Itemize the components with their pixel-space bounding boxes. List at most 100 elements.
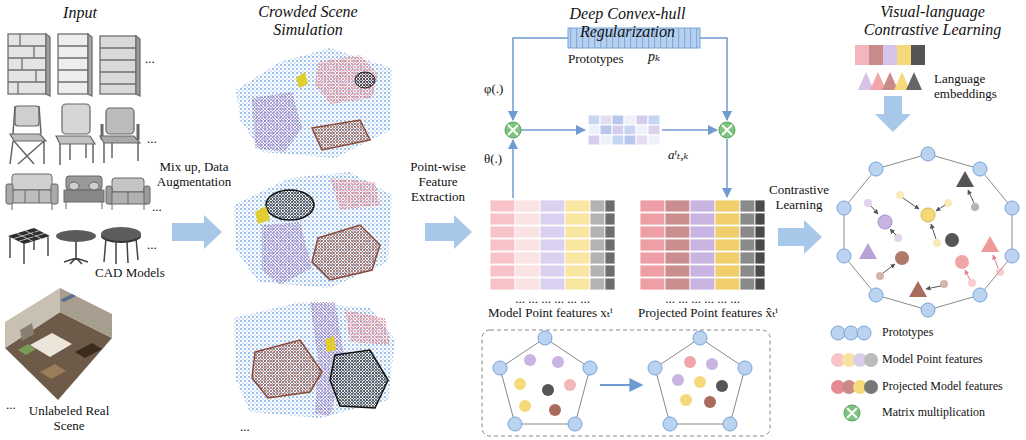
feature-matrix (640, 278, 765, 290)
affinity-matrix (636, 125, 648, 135)
embedding-space (837, 147, 1019, 317)
caption-text: CAD Models (95, 266, 185, 281)
legend-text: Model Point features (882, 353, 983, 367)
node-text: Projected Point features x̂ₜⁱ (638, 306, 778, 321)
chair-models (100, 136, 140, 143)
scene-point-cloud (234, 48, 395, 418)
embedding-space (871, 190, 998, 289)
embedding-space (973, 162, 987, 176)
hull-illustration (568, 417, 582, 431)
real-scene-scan (75, 343, 102, 358)
flow-line (662, 129, 717, 131)
function-label: φ(.) (484, 82, 512, 97)
feature-matrix (490, 200, 765, 290)
scene-point-cloud (252, 92, 302, 152)
real-scene-scan (5, 288, 112, 400)
affinity-matrix (612, 115, 624, 125)
legend-sample (831, 326, 871, 340)
real-scene-scan (60, 294, 76, 302)
scene-point-cloud (234, 172, 392, 288)
sofa-models (10, 190, 54, 203)
legend-sample (831, 326, 878, 421)
chair-models (10, 106, 44, 164)
caption-text: Language embeddings (934, 72, 1019, 102)
embedding-space (837, 249, 851, 263)
feature-matrix: Projected Point features x̂ₜⁱ (638, 198, 778, 321)
chair-models (62, 104, 90, 134)
chair-models (10, 104, 140, 165)
affinity-matrix (612, 135, 624, 145)
table-models (64, 242, 88, 264)
scene-point-cloud (312, 120, 370, 150)
hull-illustration (493, 361, 507, 375)
table-models (13, 231, 44, 242)
feature-matrix (490, 200, 615, 212)
scene-point-cloud (252, 340, 322, 398)
affinity-matrix (600, 115, 612, 125)
language-embedding (855, 45, 925, 90)
table-models (101, 227, 141, 241)
embedding-space (890, 229, 896, 235)
sofa-models (144, 186, 150, 204)
embedding-space (878, 215, 892, 229)
hull-illustration (663, 417, 677, 431)
hull-illustration (493, 331, 752, 431)
language-embedding (906, 72, 922, 90)
column-title: Input (45, 4, 115, 22)
flow-line (513, 38, 568, 120)
embedding-space (869, 162, 883, 176)
bookshelf-models (8, 34, 140, 96)
feature-matrix (640, 239, 765, 251)
sofa-models (69, 182, 79, 190)
embedding-space (956, 171, 974, 187)
affinity-matrix (648, 135, 660, 145)
embedding-space (864, 199, 872, 207)
hull-illustration (519, 400, 531, 412)
hull-illustration (648, 361, 662, 375)
feature-matrix (640, 213, 765, 225)
table-models (10, 229, 48, 264)
sofa-models (51, 184, 58, 204)
legend-sample (857, 326, 871, 340)
embedding-space (936, 205, 945, 211)
scene-point-cloud (330, 178, 380, 210)
affinity-matrix (648, 125, 660, 135)
function-label: θ(.) (484, 152, 512, 167)
flow-arrow (425, 215, 472, 249)
sofa-models (6, 184, 13, 204)
bookshelf-models (136, 36, 140, 96)
symbol-label: aⁱₜ,ₖ (668, 148, 712, 163)
legend-text: Matrix multiplication (882, 406, 985, 420)
scene-point-cloud (325, 336, 336, 352)
legend-sample (844, 405, 860, 421)
feature-matrix (490, 265, 615, 277)
feature-matrix (640, 265, 765, 277)
chair-models (104, 143, 138, 163)
flow-arrow (875, 96, 911, 132)
bookshelf-models (8, 34, 46, 94)
table-models (104, 238, 138, 264)
language-embedding (855, 45, 869, 65)
embedding-space (837, 147, 1019, 317)
chair-models (15, 106, 39, 126)
sofa-models (12, 190, 52, 210)
bookshelf-models (58, 34, 88, 94)
legend-text: Projected Model features (882, 380, 1003, 394)
embedding-space (837, 201, 851, 215)
ellipsis: ... (240, 420, 260, 435)
embedding-space (973, 288, 987, 302)
bookshelf-models (100, 48, 136, 84)
embedding-space (926, 286, 941, 289)
embedding-space (968, 279, 976, 287)
embedding-space (945, 233, 959, 247)
flow-line (726, 139, 728, 197)
column-title: Crowded Scene Simulation (238, 3, 378, 40)
hull-illustration (600, 384, 642, 386)
feature-matrix (640, 226, 765, 238)
hull-illustration (538, 331, 552, 345)
ellipsis: ... (147, 132, 167, 147)
hull-illustration (655, 338, 745, 424)
affinity-matrix (612, 125, 624, 135)
multiply-symbol (719, 122, 735, 138)
